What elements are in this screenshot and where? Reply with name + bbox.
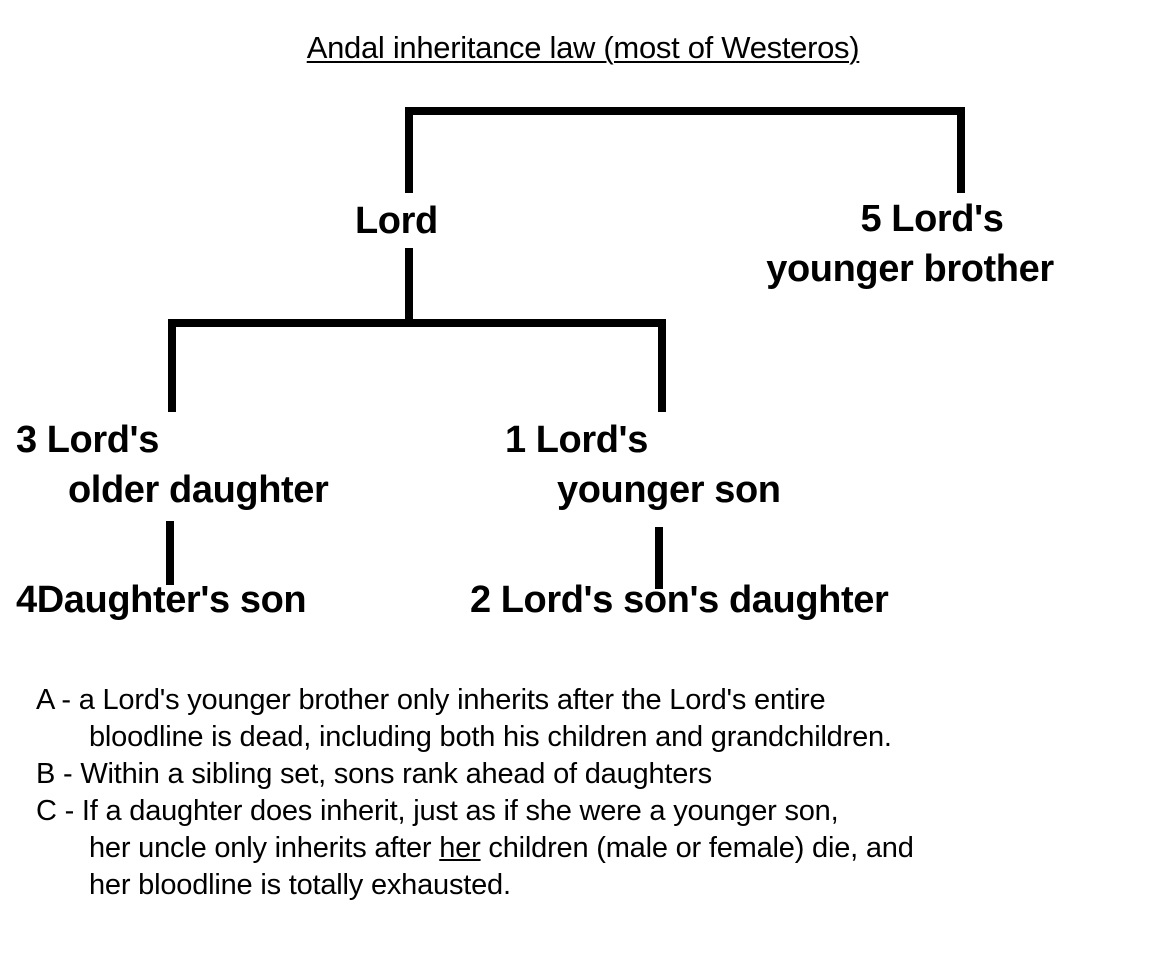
connector-children-horizontal	[168, 319, 666, 327]
footnote-c-line2-emphasis: her	[439, 832, 481, 864]
connector-lord-up	[405, 107, 413, 193]
rank-badge-3: 3	[16, 419, 37, 461]
node-younger-son-line1: Lord's	[535, 419, 649, 461]
connector-older-daughter-down	[168, 319, 176, 412]
footnote-b-line1: B - Within a sibling set, sons rank ahea…	[36, 758, 712, 790]
footnote-c-line3: her bloodline is totally exhausted.	[89, 869, 511, 901]
footnote-c-line2: her uncle only inherits after her childr…	[36, 830, 1156, 867]
connector-daughters-son	[166, 521, 174, 585]
connector-younger-son-down	[658, 319, 666, 412]
node-brother-line1: Lord's	[891, 198, 1004, 240]
connector-brother-down	[957, 107, 965, 193]
node-daughters-son-label: Daughter's son	[36, 579, 307, 621]
footnotes: A - a Lord's younger brother only inheri…	[36, 682, 1156, 904]
page-title-text: Andal inheritance law (most of Westeros)	[306, 30, 860, 65]
node-daughters-son[interactable]: 4Daughter's son	[16, 575, 307, 625]
rank-badge-2: 2	[470, 579, 491, 621]
footnote-a-line1: A - a Lord's younger brother only inheri…	[36, 684, 826, 716]
footnote-c-line2-before: her uncle only inherits after	[89, 832, 440, 864]
node-lord[interactable]: Lord	[355, 196, 438, 246]
page-title: Andal inheritance law (most of Westeros)	[0, 30, 1166, 66]
node-brother-line2: younger brother	[766, 248, 1054, 290]
footnote-c-line1: C - If a daughter does inherit, just as …	[36, 795, 839, 827]
connector-lord-down	[405, 248, 413, 323]
rank-badge-4: 4	[16, 579, 37, 621]
node-lord-label: Lord	[355, 200, 438, 242]
node-older-daughter-line2: older daughter	[68, 469, 329, 511]
node-older-daughter-line1: Lord's	[46, 419, 160, 461]
node-younger-son-line2: younger son	[557, 469, 781, 511]
footnote-a-line2: bloodline is dead, including both his ch…	[89, 721, 892, 753]
connector-sons-daughter	[655, 527, 663, 589]
node-sons-daughter-label: Lord's son's daughter	[500, 579, 889, 621]
rank-badge-1: 1	[505, 419, 526, 461]
rank-badge-5: 5	[860, 198, 882, 240]
footnote-c-line2-after: children (male or female) die, and	[480, 832, 914, 864]
connector-top-horizontal	[405, 107, 965, 115]
